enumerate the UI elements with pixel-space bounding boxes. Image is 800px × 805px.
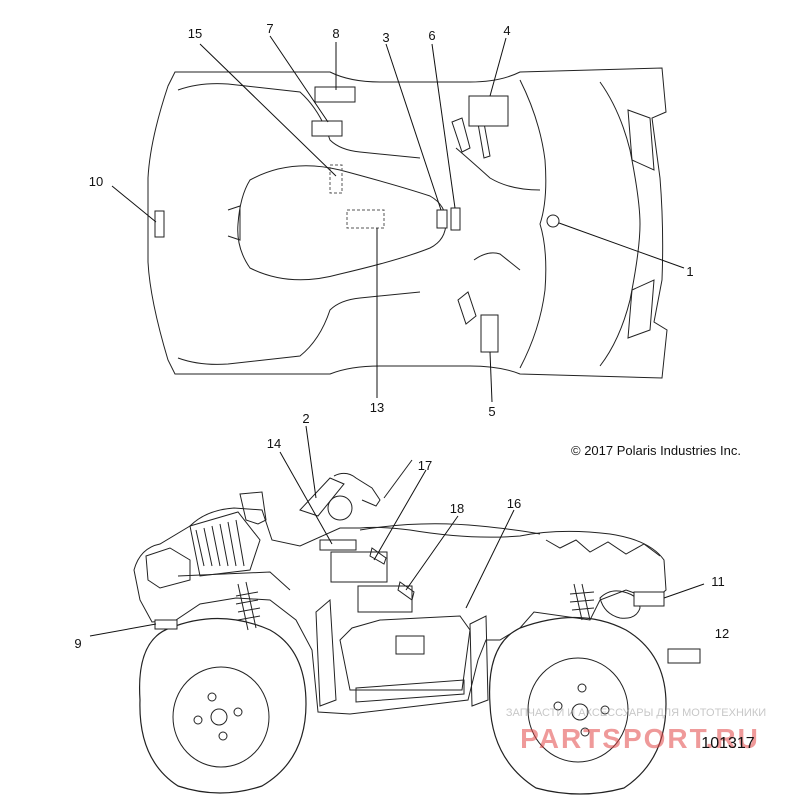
atv-side-view <box>133 459 701 795</box>
callout-3: 3 <box>382 30 389 45</box>
callout-7: 7 <box>266 21 273 36</box>
callout-8: 8 <box>332 26 339 41</box>
callout-4: 4 <box>503 23 510 38</box>
copyright-text: © 2017 Polaris Industries Inc. <box>571 443 741 458</box>
callout-numbers: 1 2 3 4 5 6 7 8 9 10 11 12 13 14 15 16 1… <box>74 21 729 651</box>
callout-14: 14 <box>267 436 281 451</box>
callout-1: 1 <box>686 264 693 279</box>
callout-6: 6 <box>428 28 435 43</box>
callout-15: 15 <box>188 26 202 41</box>
callout-18: 18 <box>450 501 464 516</box>
watermark-tagline: ЗАПЧАСТИ И АКСЕССУАРЫ ДЛЯ МОТОТЕХНИКИ <box>506 707 766 719</box>
callout-9: 9 <box>74 636 81 651</box>
drawing-number: 101317 <box>701 735 754 752</box>
watermark-brand: PARTSPORT.RU <box>520 723 760 754</box>
callout-17: 17 <box>418 458 432 473</box>
callout-2: 2 <box>302 411 309 426</box>
watermark: ЗАПЧАСТИ И АКСЕССУАРЫ ДЛЯ МОТОТЕХНИКИ PA… <box>506 707 766 754</box>
callout-13: 13 <box>370 400 384 415</box>
callout-10: 10 <box>89 174 103 189</box>
callout-5: 5 <box>488 404 495 419</box>
leader-lines-top <box>111 35 685 403</box>
leader-lines-side <box>89 425 705 637</box>
callout-12: 12 <box>715 626 729 641</box>
atv-top-view <box>147 67 668 379</box>
callout-16: 16 <box>507 496 521 511</box>
callout-11: 11 <box>711 574 725 589</box>
